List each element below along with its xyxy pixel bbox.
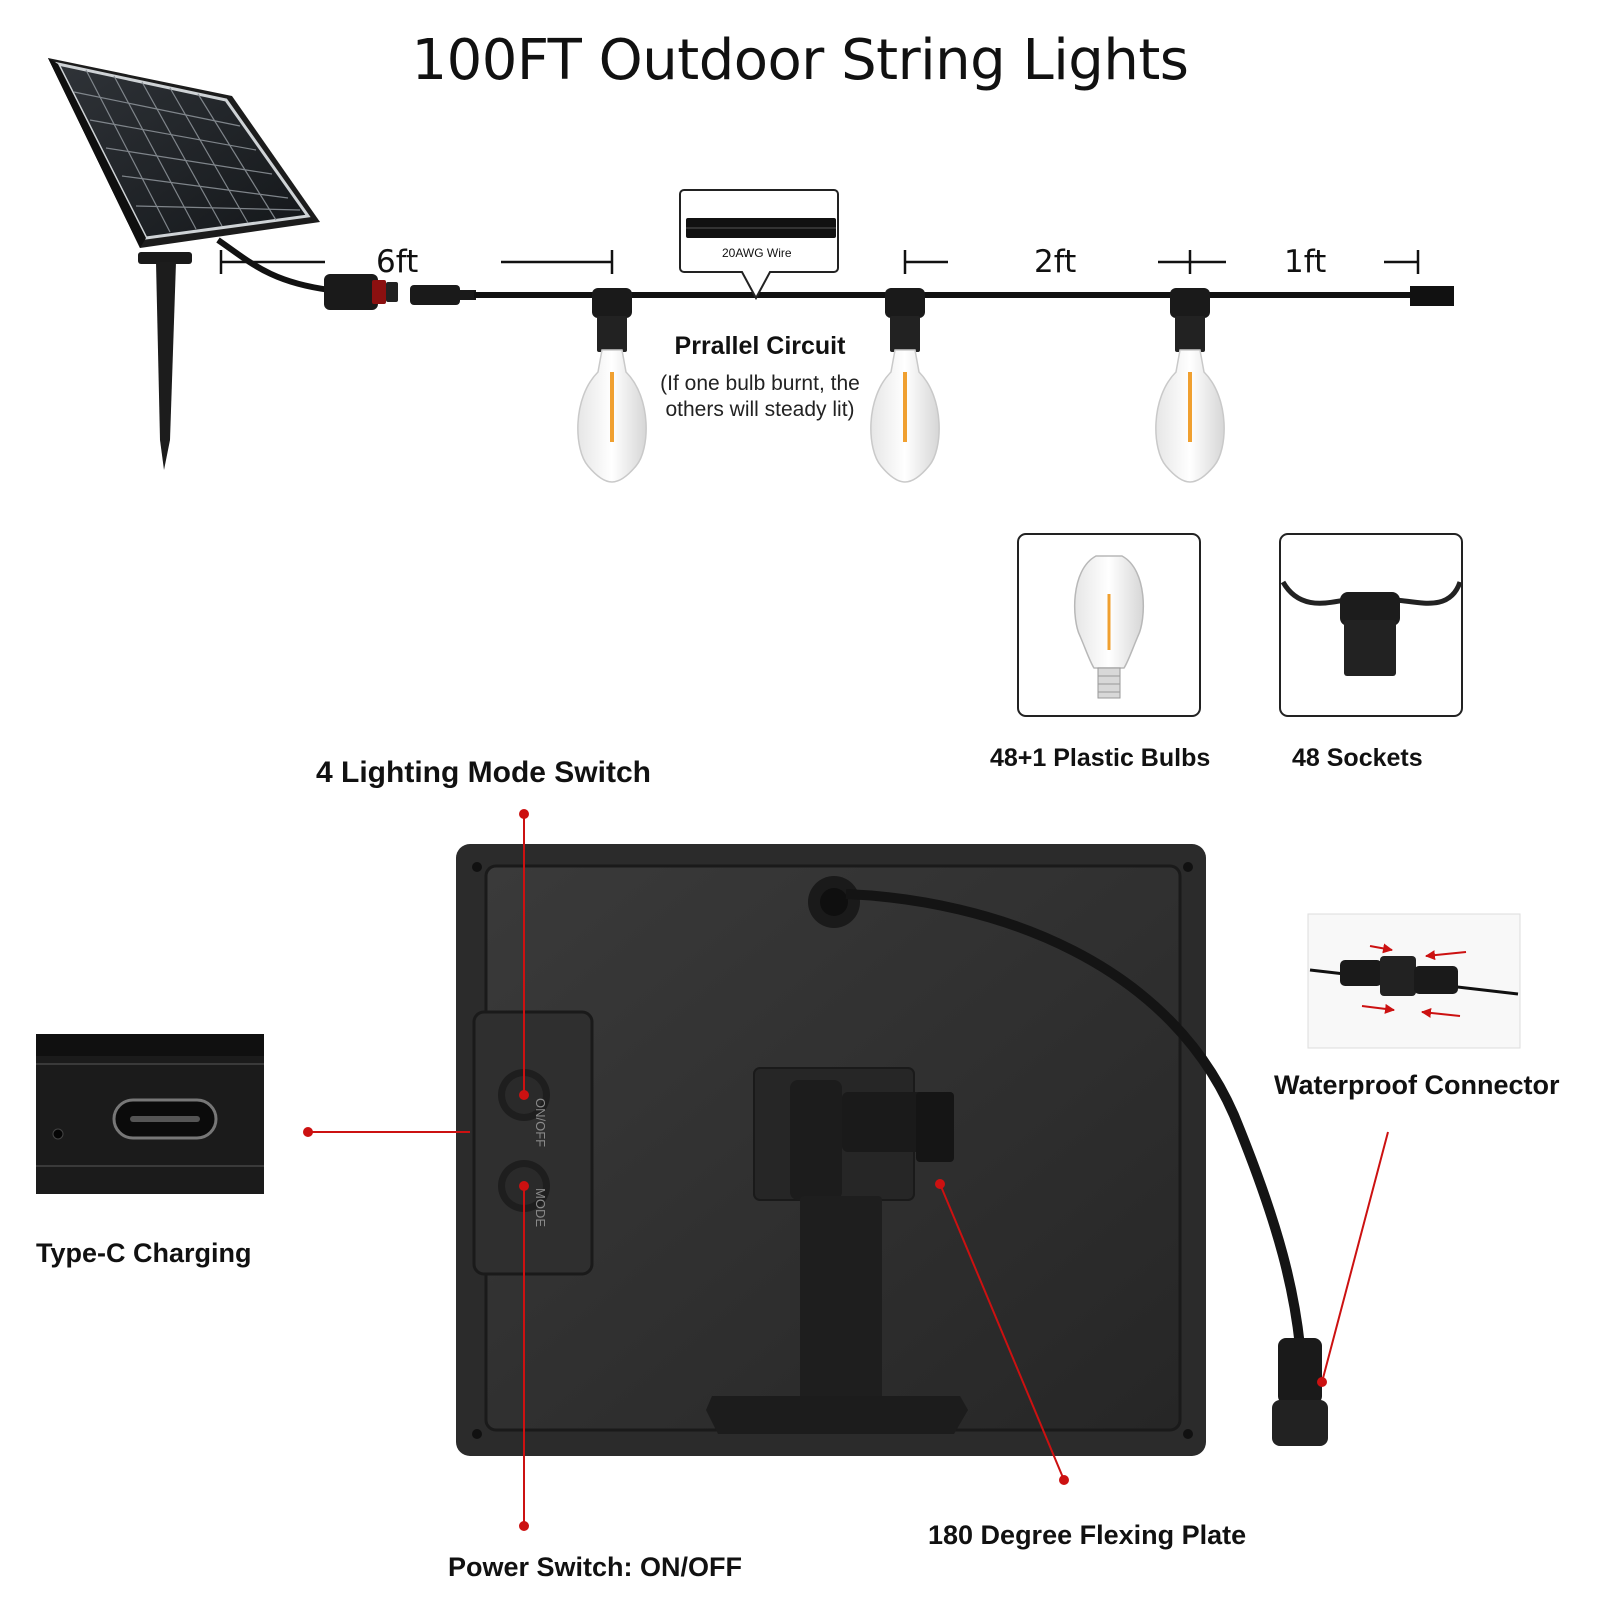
type-c-port-image — [36, 1034, 264, 1194]
callout-lines — [303, 809, 1389, 1531]
waterproof-connector-callout: Waterproof Connector — [1274, 1070, 1560, 1100]
circuit-title: Prrallel Circuit — [674, 332, 846, 360]
waterproof-connector-image — [1307, 913, 1521, 1049]
string-bulb-3 — [1155, 288, 1225, 483]
string-bulb-2 — [870, 288, 940, 483]
length-1ft-label: 1ft — [1284, 244, 1327, 280]
panel-connector — [324, 274, 398, 310]
wire-callout — [679, 189, 839, 301]
length-6ft-label: 6ft — [376, 244, 419, 280]
type-c-callout: Type-C Charging — [36, 1238, 252, 1268]
string-bulb-1 — [577, 288, 647, 483]
solar-panel-illustration — [48, 58, 331, 470]
spare-bulb-image — [1017, 533, 1201, 717]
panel-back-illustration — [456, 844, 1328, 1456]
length-2ft-label: 2ft — [1034, 244, 1077, 280]
flex-plate-callout: 180 Degree Flexing Plate — [928, 1520, 1247, 1550]
circuit-note-line-2: others will steady lit) — [665, 398, 855, 421]
sockets-label: 48 Sockets — [1292, 744, 1423, 772]
socket-image — [1279, 533, 1463, 717]
wire-gauge-label: 20AWG Wire — [722, 246, 792, 260]
mode-switch-callout: 4 Lighting Mode Switch — [316, 756, 651, 789]
power-switch-callout: Power Switch: ON/OFF — [448, 1552, 743, 1582]
string-connector — [410, 285, 476, 305]
on-off-marking: ON/OFF — [533, 1098, 548, 1148]
dimension-lines — [219, 250, 1420, 274]
spare-bulbs-label: 48+1 Plastic Bulbs — [990, 744, 1211, 772]
page-title: 100FT Outdoor String Lights — [411, 28, 1189, 93]
mode-marking: MODE — [533, 1188, 548, 1227]
end-cap — [1410, 286, 1454, 306]
circuit-note-line-1: (If one bulb burnt, the — [660, 372, 860, 395]
